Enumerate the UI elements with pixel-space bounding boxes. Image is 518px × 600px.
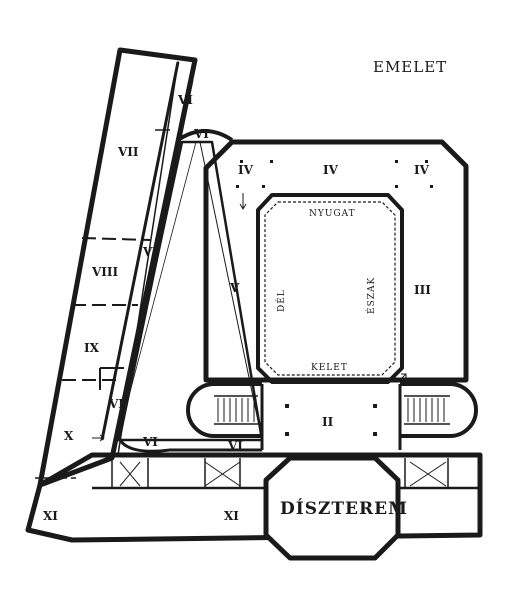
left-staircase [186,382,262,438]
room-label-iv-mid: IV [323,163,339,177]
ceremonial-hall [263,455,401,561]
column-dots [236,160,433,436]
room-label-x: X [64,429,74,443]
right-staircase [400,382,478,438]
room-label-vi-bottom-a: VI [142,435,158,449]
room-label-v: V [229,281,240,295]
lobby-walls [118,384,402,453]
direction-arrows [92,193,407,442]
direction-label-north: ÉSZAK [365,277,377,314]
room-label-vii: VII [117,145,139,159]
south-wing-walls [25,452,483,543]
triangular-courtyard [116,129,264,442]
room-label-xi-right: XI [224,509,239,523]
room-label-iii: III [414,283,431,297]
room-label-xi-left: XI [43,509,58,523]
room-label-vi-bottom-b: VI [227,439,243,453]
room-label-vi-corridor-top: VI [193,127,209,141]
direction-label-west: NYUGAT [309,209,356,219]
room-label-iv-right: IV [414,163,430,177]
room-label-vi-top: VI [177,93,193,107]
room-label-viii: VIII [91,265,119,279]
room-label-vi-low: VI [108,397,124,411]
room-label-ii: II [322,415,334,429]
ceremonial-hall-label: DÍSZTEREM [280,498,408,519]
room-label-ix: IX [84,341,100,355]
direction-label-east: KELET [311,363,348,373]
plan-title: EMELET [373,58,447,76]
direction-label-south: DÉL [275,289,287,312]
room-label-iv-left: IV [238,163,254,177]
room-label-vi-mid: VI [142,245,158,259]
main-block-walls [203,139,469,384]
